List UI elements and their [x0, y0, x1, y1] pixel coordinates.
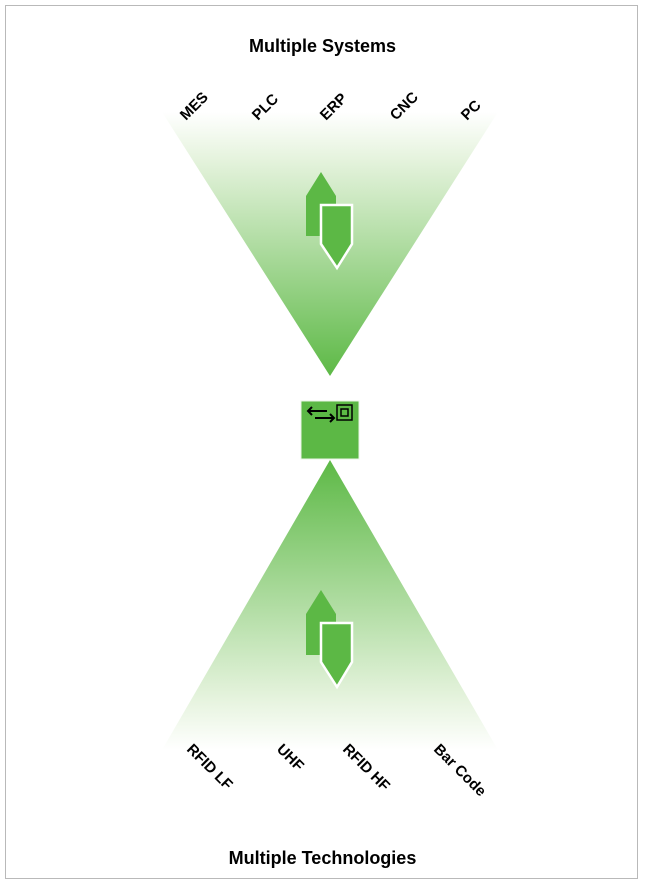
down-arrow-icon: [319, 621, 354, 690]
technologies-exchange-icon: [306, 590, 354, 690]
chip-icon: [336, 404, 353, 421]
down-arrow-icon: [319, 203, 354, 271]
systems-exchange-icon: [306, 172, 354, 271]
bottom-title: Multiple Technologies: [228, 848, 417, 868]
bidirectional-arrows-icon: [306, 406, 336, 423]
top-title: Multiple Systems: [248, 36, 397, 56]
rfid-reader-interface-icon: [300, 400, 360, 460]
